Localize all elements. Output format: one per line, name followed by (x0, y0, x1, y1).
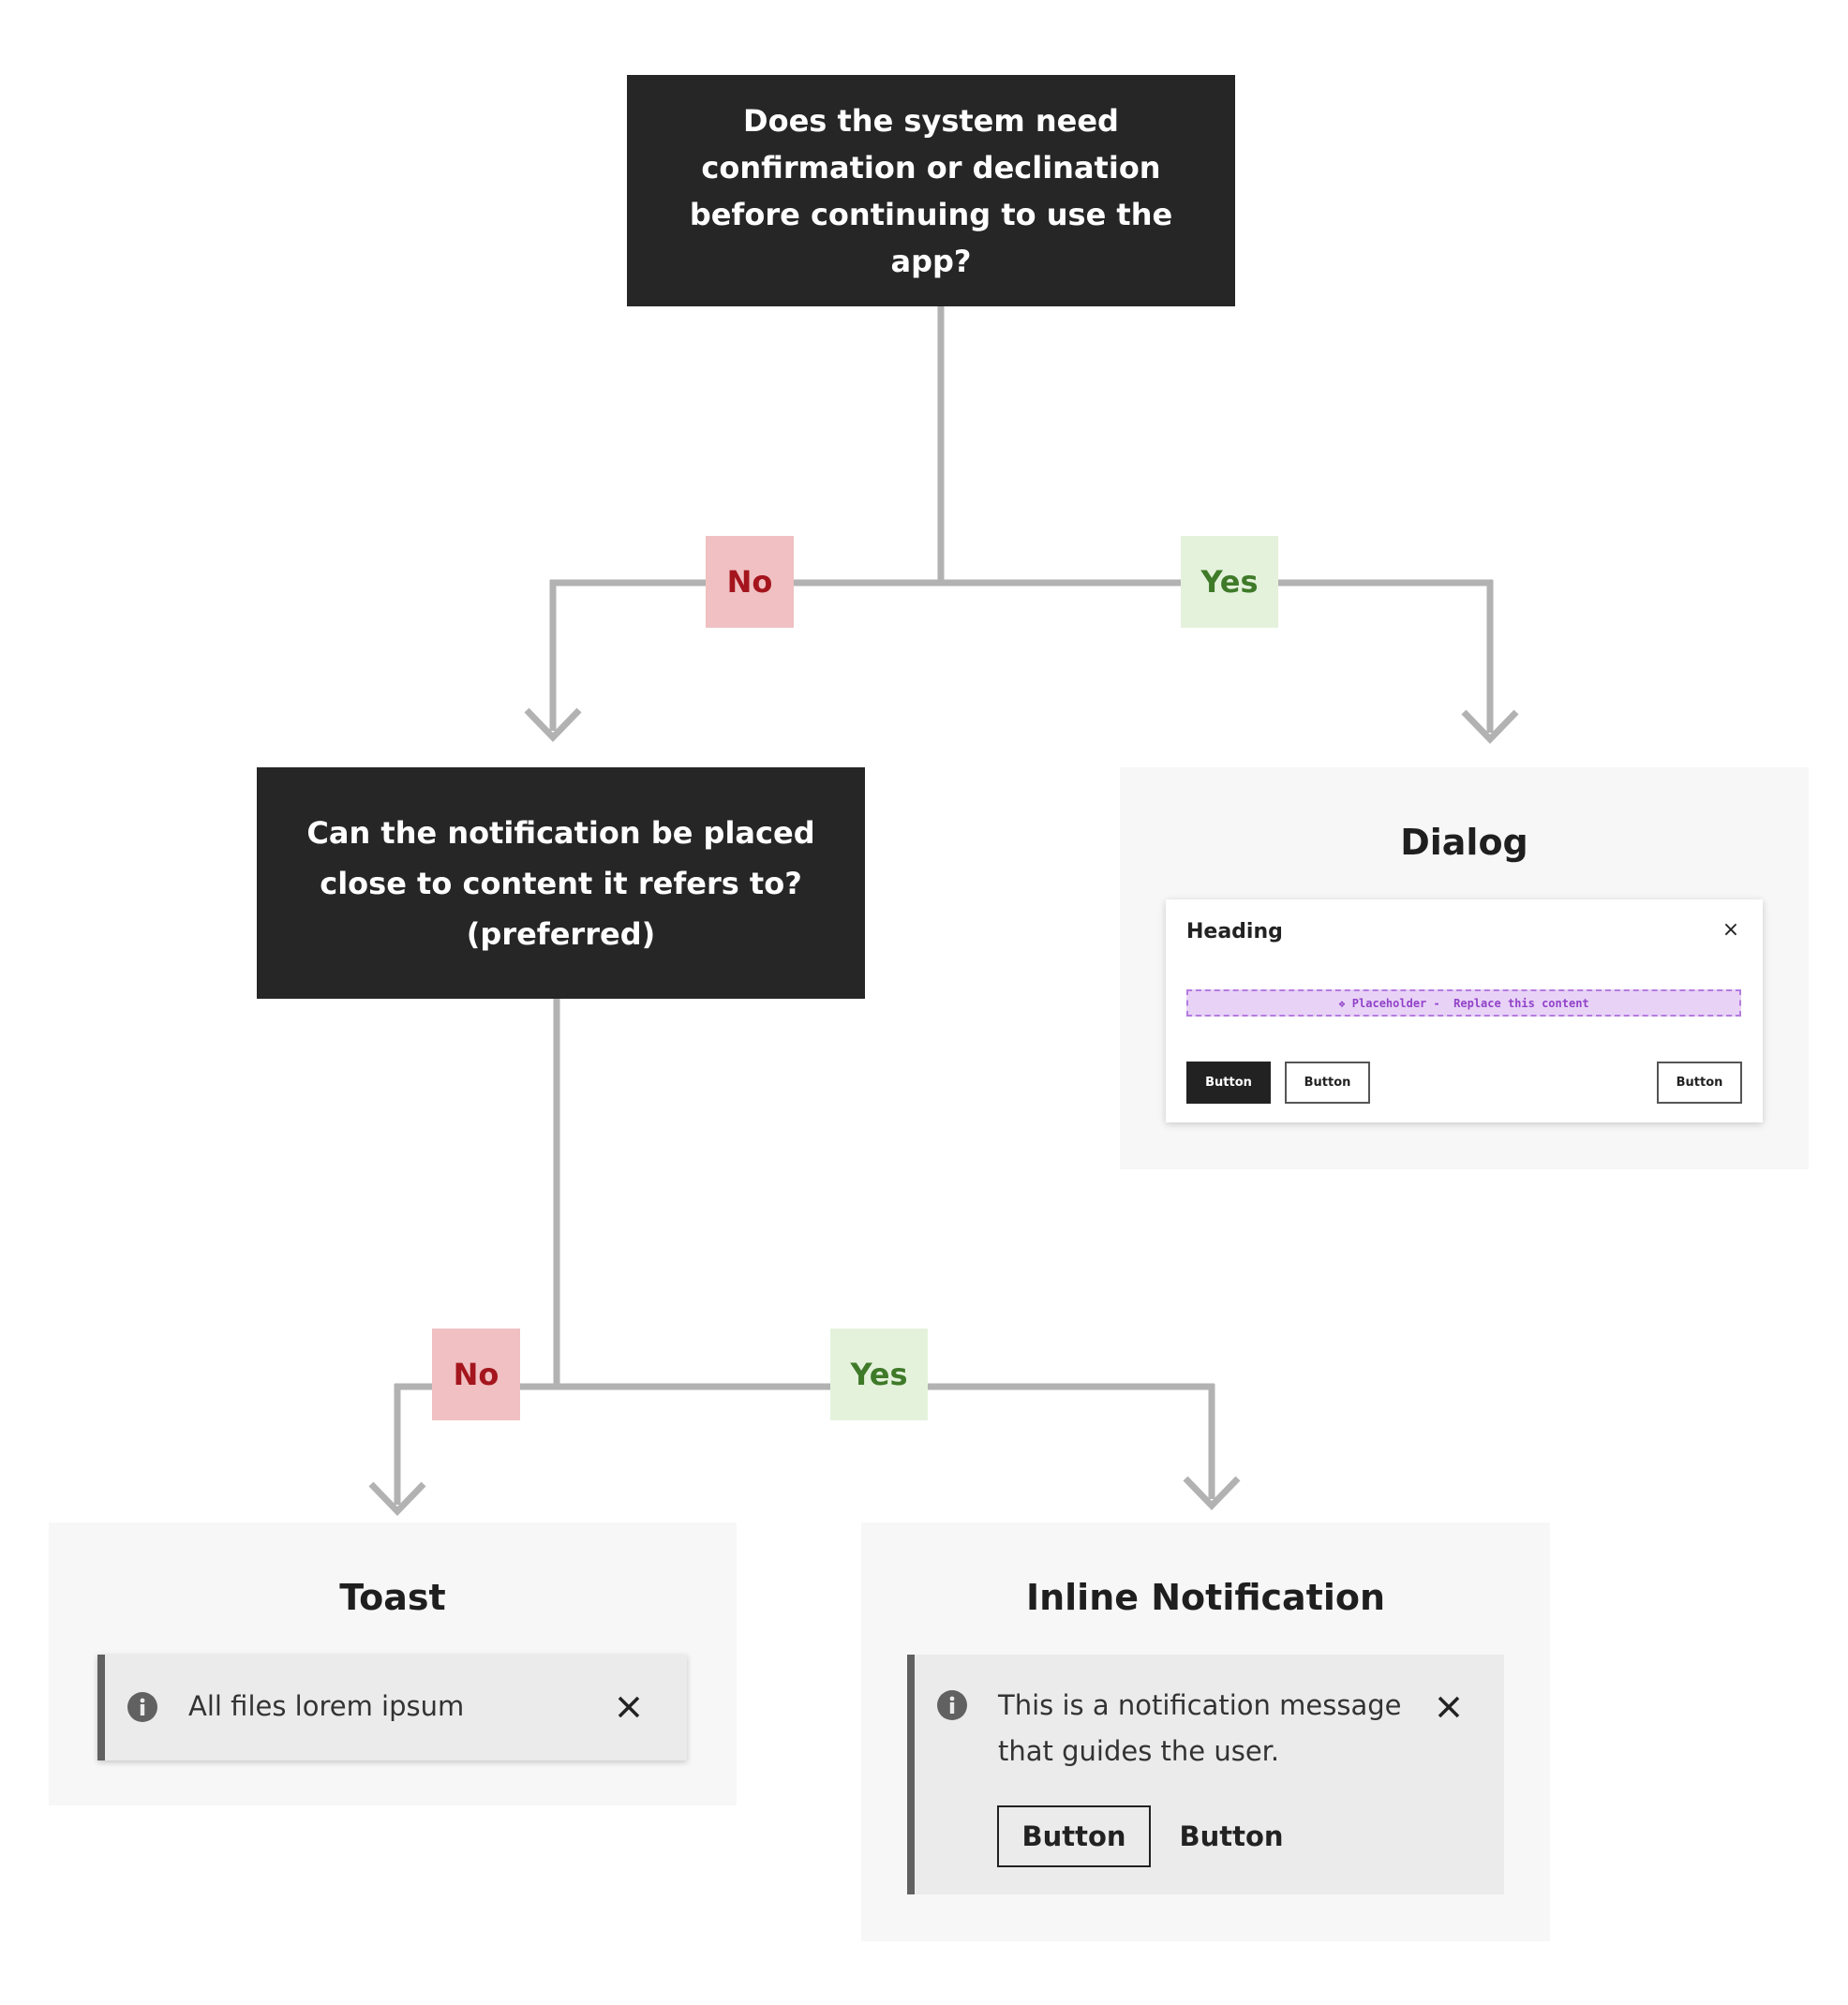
dialog-heading: Heading (1186, 920, 1283, 943)
label-yes-text: Yes (850, 1357, 908, 1392)
toast-message: All files lorem ipsum (188, 1690, 465, 1722)
label-no: No (706, 536, 794, 628)
dialog-card-title: Dialog (1400, 822, 1528, 863)
decision-placement-question: Can the notification be placed close to … (257, 767, 865, 999)
dialog-preview: Heading × ❖ Placeholder - Replace this c… (1166, 899, 1763, 1122)
toast-card-title: Toast (339, 1577, 446, 1618)
secondary-button[interactable]: Button (1285, 1062, 1370, 1104)
info-icon (937, 1690, 967, 1720)
question-text: Can the notification be placed close to … (306, 814, 815, 952)
toast-preview: All files lorem ipsum (97, 1655, 687, 1760)
inline-card-title: Inline Notification (1025, 1577, 1386, 1618)
label-yes-text: Yes (1200, 564, 1259, 600)
arrow-yes-2 (1183, 1476, 1241, 1511)
label-yes: Yes (1181, 536, 1278, 628)
decision-confirmation-question: Does the system need confirmation or dec… (627, 75, 1235, 306)
info-icon (127, 1692, 157, 1722)
tertiary-button[interactable]: Button (1657, 1062, 1742, 1104)
dialog-example-card: Dialog Heading × ❖ Placeholder - Replace… (1120, 767, 1809, 1169)
label-no-text: No (726, 564, 773, 600)
outline-button[interactable]: Button (997, 1805, 1151, 1867)
arrow-no-2 (368, 1481, 426, 1517)
close-icon[interactable]: × (1721, 918, 1740, 942)
question-text: Does the system need confirmation or dec… (689, 102, 1173, 279)
inline-notification-message: This is a notification message that guid… (998, 1689, 1402, 1767)
arrow-yes-1 (1461, 709, 1519, 745)
ghost-button[interactable]: Button (1179, 1820, 1284, 1852)
close-icon[interactable] (616, 1694, 642, 1720)
label-no-text: No (453, 1357, 499, 1392)
arrow-no-1 (524, 707, 582, 743)
toast-example-card: Toast All files lorem ipsum (49, 1522, 737, 1805)
inline-notification-example-card: Inline Notification This is a notificati… (861, 1522, 1550, 1941)
placeholder-slot: ❖ Placeholder - Replace this content (1186, 989, 1741, 1017)
inline-notification-preview: This is a notification message that guid… (907, 1655, 1504, 1894)
primary-button[interactable]: Button (1186, 1062, 1271, 1104)
label-yes: Yes (830, 1329, 928, 1420)
label-no: No (432, 1329, 520, 1420)
close-icon[interactable] (1436, 1694, 1462, 1720)
